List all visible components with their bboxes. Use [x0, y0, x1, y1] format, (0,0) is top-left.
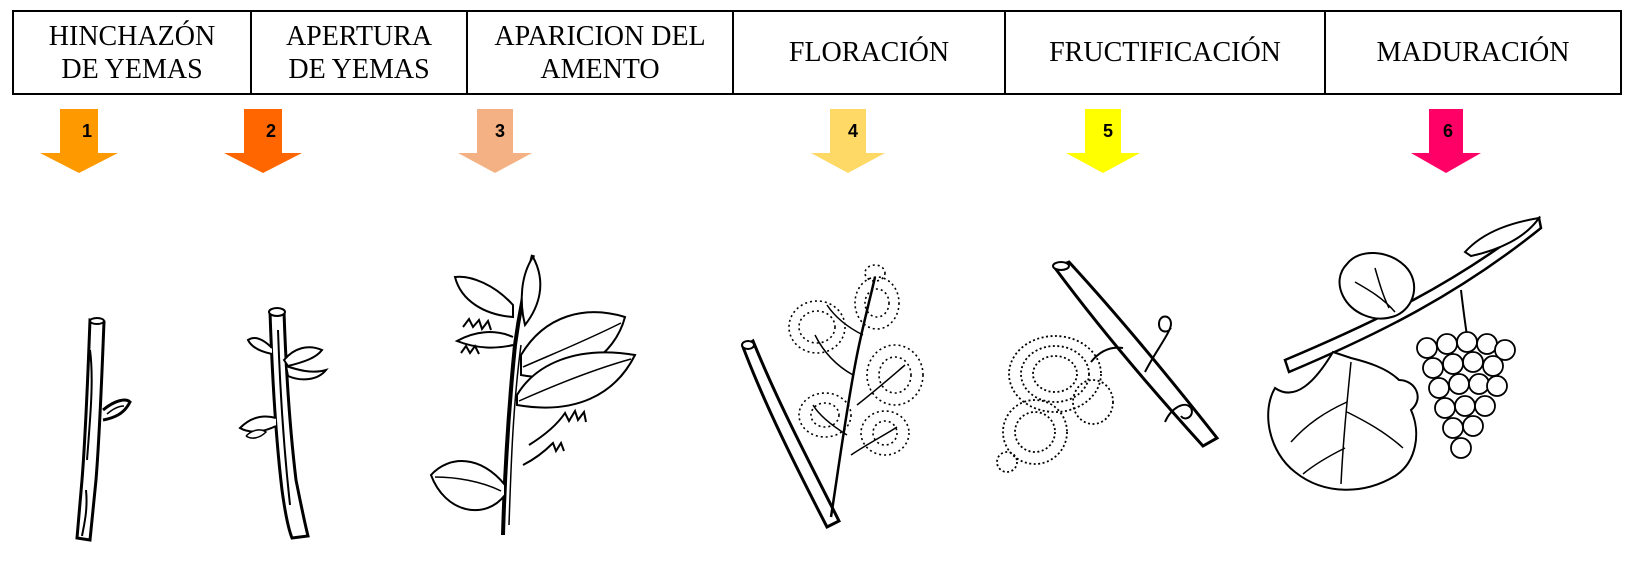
plant-illustration-2: [232, 300, 342, 545]
plant-illustration-1: [60, 310, 150, 545]
stage-arrow-6: 6: [1411, 109, 1481, 173]
arrow-shape: [224, 109, 302, 173]
down-arrow-icon: 2: [224, 109, 302, 173]
arrow-shape: [40, 109, 118, 173]
stage-label-4: FLORACIÓN: [734, 12, 1006, 93]
down-arrow-icon: 6: [1411, 109, 1481, 173]
stage-label-3: APARICION DEL AMENTO: [468, 12, 734, 93]
arrow-shape: [458, 109, 532, 173]
catkin-branch-icon: [429, 254, 637, 536]
stage-label-1: HINCHAZÓN DE YEMAS: [14, 12, 252, 93]
stage-arrow-4: 4: [811, 109, 885, 173]
fruit-set-branch-icon: [996, 260, 1220, 473]
plant-illustration-6: [1255, 212, 1545, 502]
arrow-shape: [811, 109, 885, 173]
stage-number-2: 2: [266, 121, 276, 141]
stage-number-1: 1: [82, 121, 92, 141]
stage-arrow-5: 5: [1066, 109, 1140, 173]
plant-illustration-4: [735, 264, 925, 535]
down-arrow-icon: 1: [40, 109, 118, 173]
stages-header-table: HINCHAZÓN DE YEMAS APERTURA DE YEMAS APA…: [12, 10, 1622, 95]
stage-arrow-2: 2: [224, 109, 302, 173]
plant-illustration-5: [995, 260, 1225, 482]
twig-opening-bud-icon: [238, 307, 329, 540]
down-arrow-icon: 4: [811, 109, 885, 173]
stage-label-2: APERTURA DE YEMAS: [252, 12, 468, 93]
stage-arrow-1: 1: [40, 109, 118, 173]
down-arrow-icon: 5: [1066, 109, 1140, 173]
stage-number-5: 5: [1103, 121, 1113, 141]
stage-label-6: MADURACIÓN: [1376, 37, 1570, 68]
flowering-branch-icon: [741, 264, 924, 530]
stage-number-3: 3: [495, 121, 505, 141]
down-arrow-icon: 3: [458, 109, 532, 173]
stage-number-4: 4: [848, 121, 858, 141]
stage-number-6: 6: [1443, 121, 1453, 141]
ripening-grapevine-icon: [1267, 215, 1543, 491]
twig-bud-icon: [75, 317, 132, 542]
arrow-shape: [1066, 109, 1140, 173]
stage-label-5: FRUCTIFICACIÓN: [1006, 12, 1326, 93]
arrow-shape: [1411, 109, 1481, 173]
stage-arrow-3: 3: [458, 109, 532, 173]
plant-illustration-3: [425, 245, 660, 545]
